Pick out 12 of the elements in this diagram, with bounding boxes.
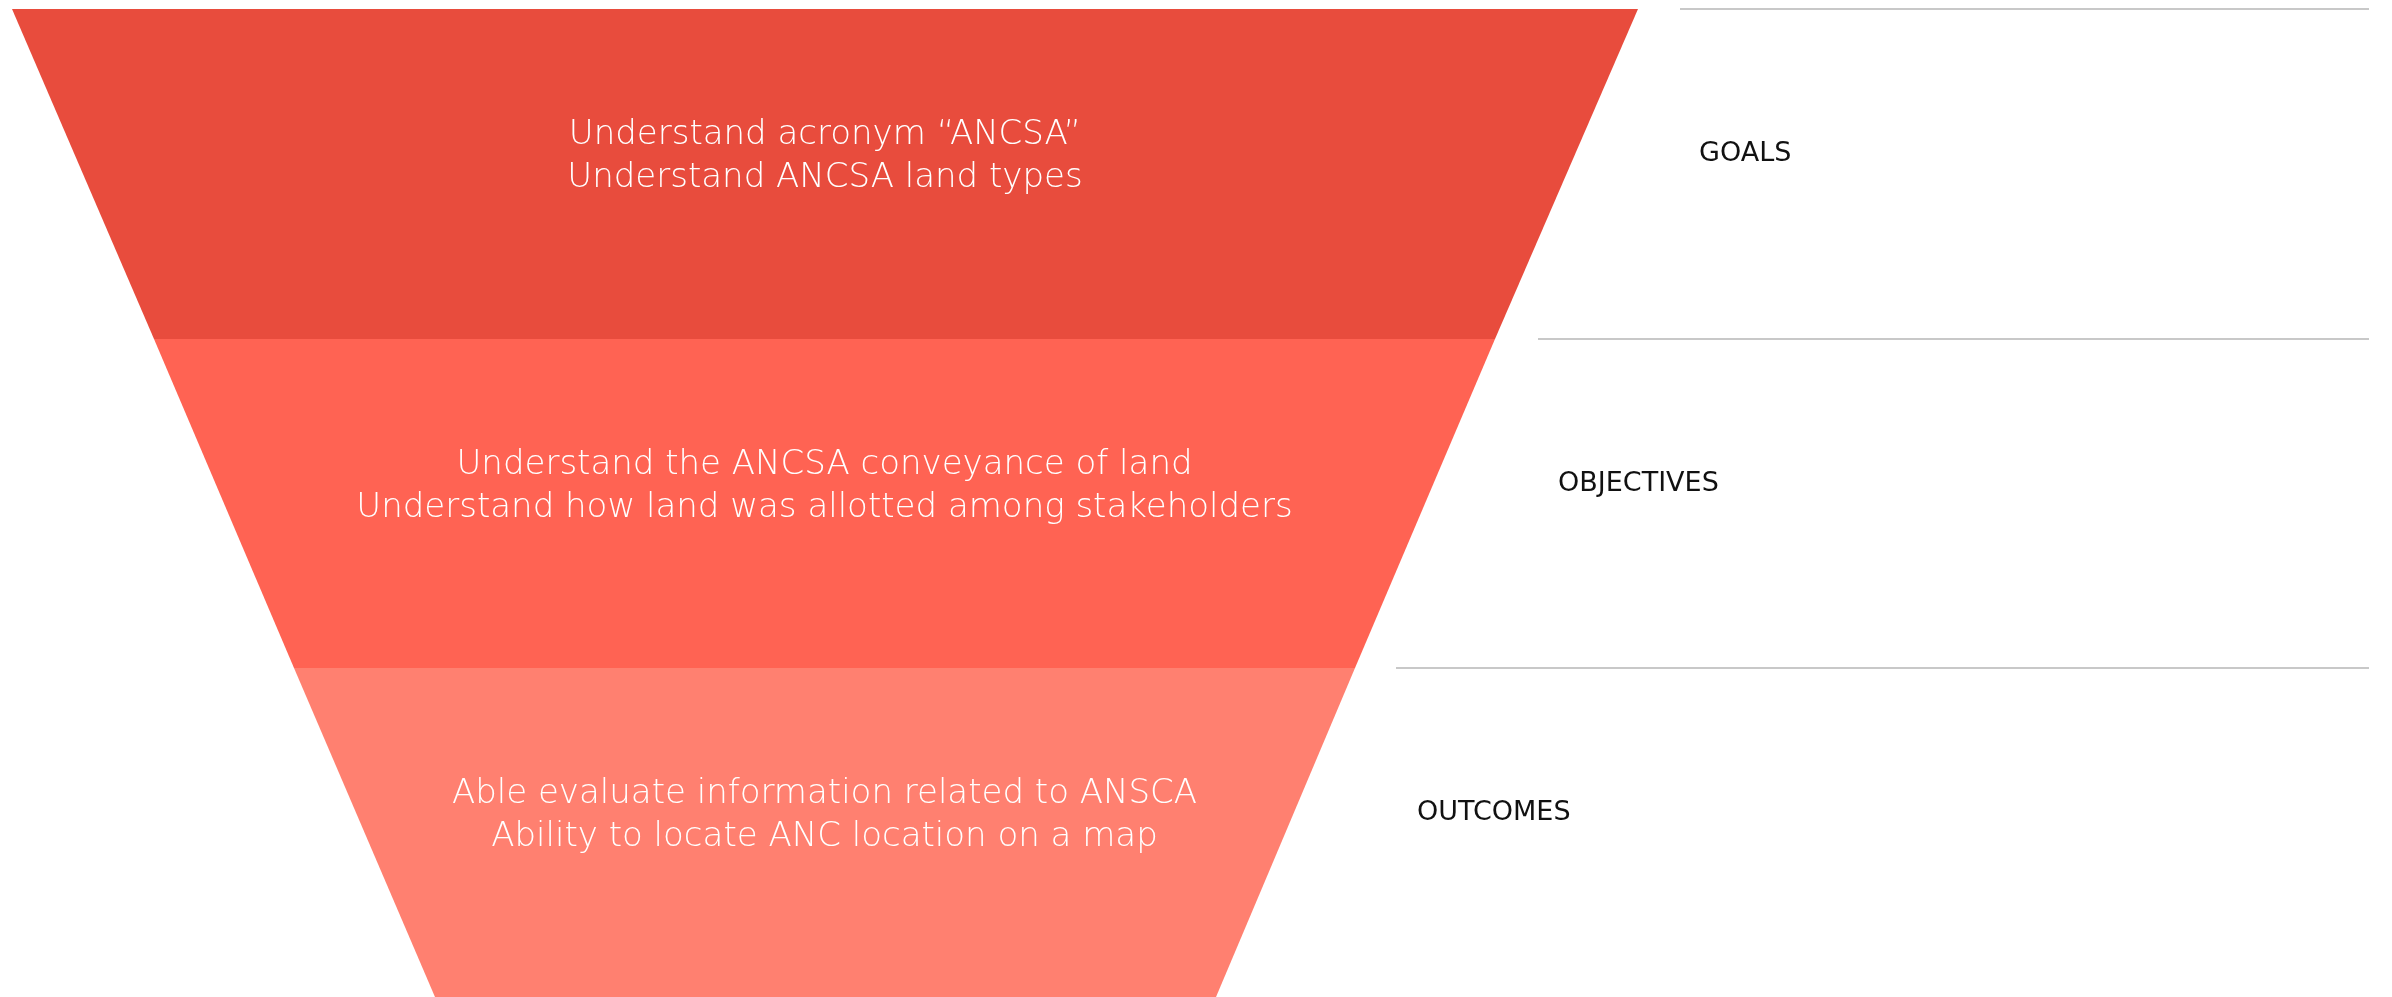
funnel-band bbox=[12, 9, 1638, 339]
funnel-band bbox=[294, 668, 1355, 997]
goal-statement: Understand acronym “ANCSA” bbox=[568, 111, 1082, 154]
stage-label: GOALS bbox=[1699, 136, 1792, 167]
goal-statement: Understand how land was allotted among stakeholders bbox=[356, 483, 1293, 527]
stage-label: OUTCOMES bbox=[1417, 794, 1571, 826]
goal-statement: Ability to locate ANC location on a map bbox=[491, 812, 1158, 856]
goal-statement: Understand ANCSA land types bbox=[567, 154, 1083, 197]
stage-label: OBJECTIVES bbox=[1558, 465, 1719, 497]
goal-statement: Understand the ANCSA conveyance of land bbox=[456, 440, 1193, 484]
funnel-band bbox=[154, 339, 1495, 668]
goal-statement: Able evaluate information related to ANSCA bbox=[451, 769, 1198, 813]
